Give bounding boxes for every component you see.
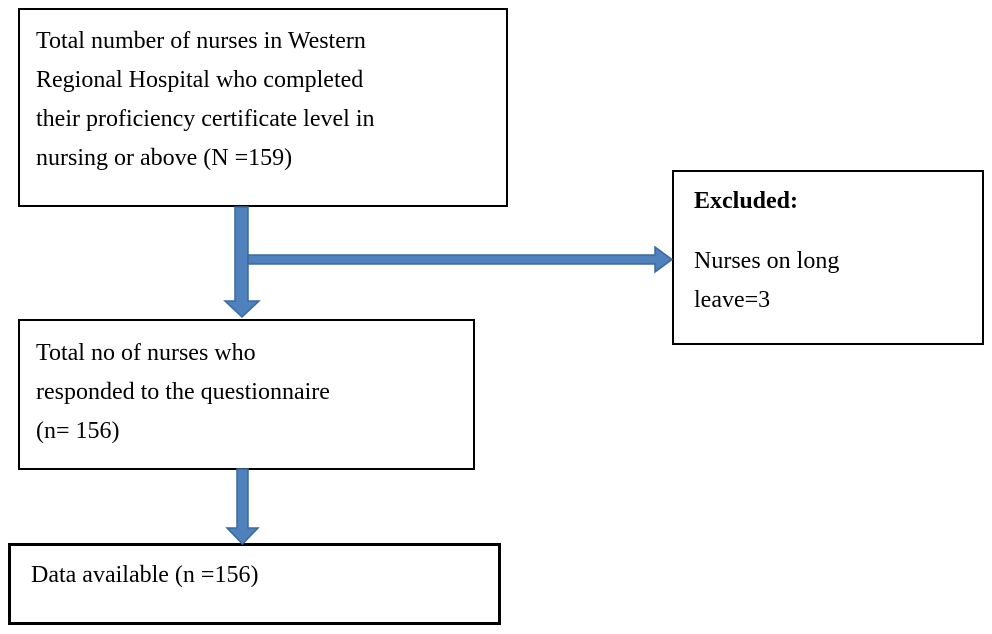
population-text-line-1: Total number of nurses in Western xyxy=(36,28,366,54)
excluded-text-line-1: Nurses on long xyxy=(694,248,840,274)
flow-box-excluded: Excluded: Nurses on long leave=3 xyxy=(672,170,984,345)
right-arrow-population-to-excluded-icon xyxy=(247,245,674,274)
down-arrow-responded-to-available-icon xyxy=(225,468,260,546)
available-text-line-1: Data available (n =156) xyxy=(31,562,259,588)
flow-box-responded: Total no of nurses who responded to the … xyxy=(18,319,475,470)
responded-text-line-1: Total no of nurses who xyxy=(36,340,256,366)
population-text-line-3: their proficiency certificate level in xyxy=(36,106,375,132)
responded-text-line-2: responded to the questionnaire xyxy=(36,379,330,405)
population-text-line-2: Regional Hospital who completed xyxy=(36,67,364,93)
down-arrow-population-to-responded-icon xyxy=(223,206,261,319)
excluded-text-line-2: leave=3 xyxy=(694,287,771,313)
flow-box-population: Total number of nurses in Western Region… xyxy=(18,8,508,207)
responded-text-line-3: (n= 156) xyxy=(36,418,120,444)
population-text-line-4: nursing or above (N =159) xyxy=(36,145,293,171)
flow-box-available: Data available (n =156) xyxy=(8,543,501,625)
excluded-heading: Excluded: xyxy=(694,188,799,214)
